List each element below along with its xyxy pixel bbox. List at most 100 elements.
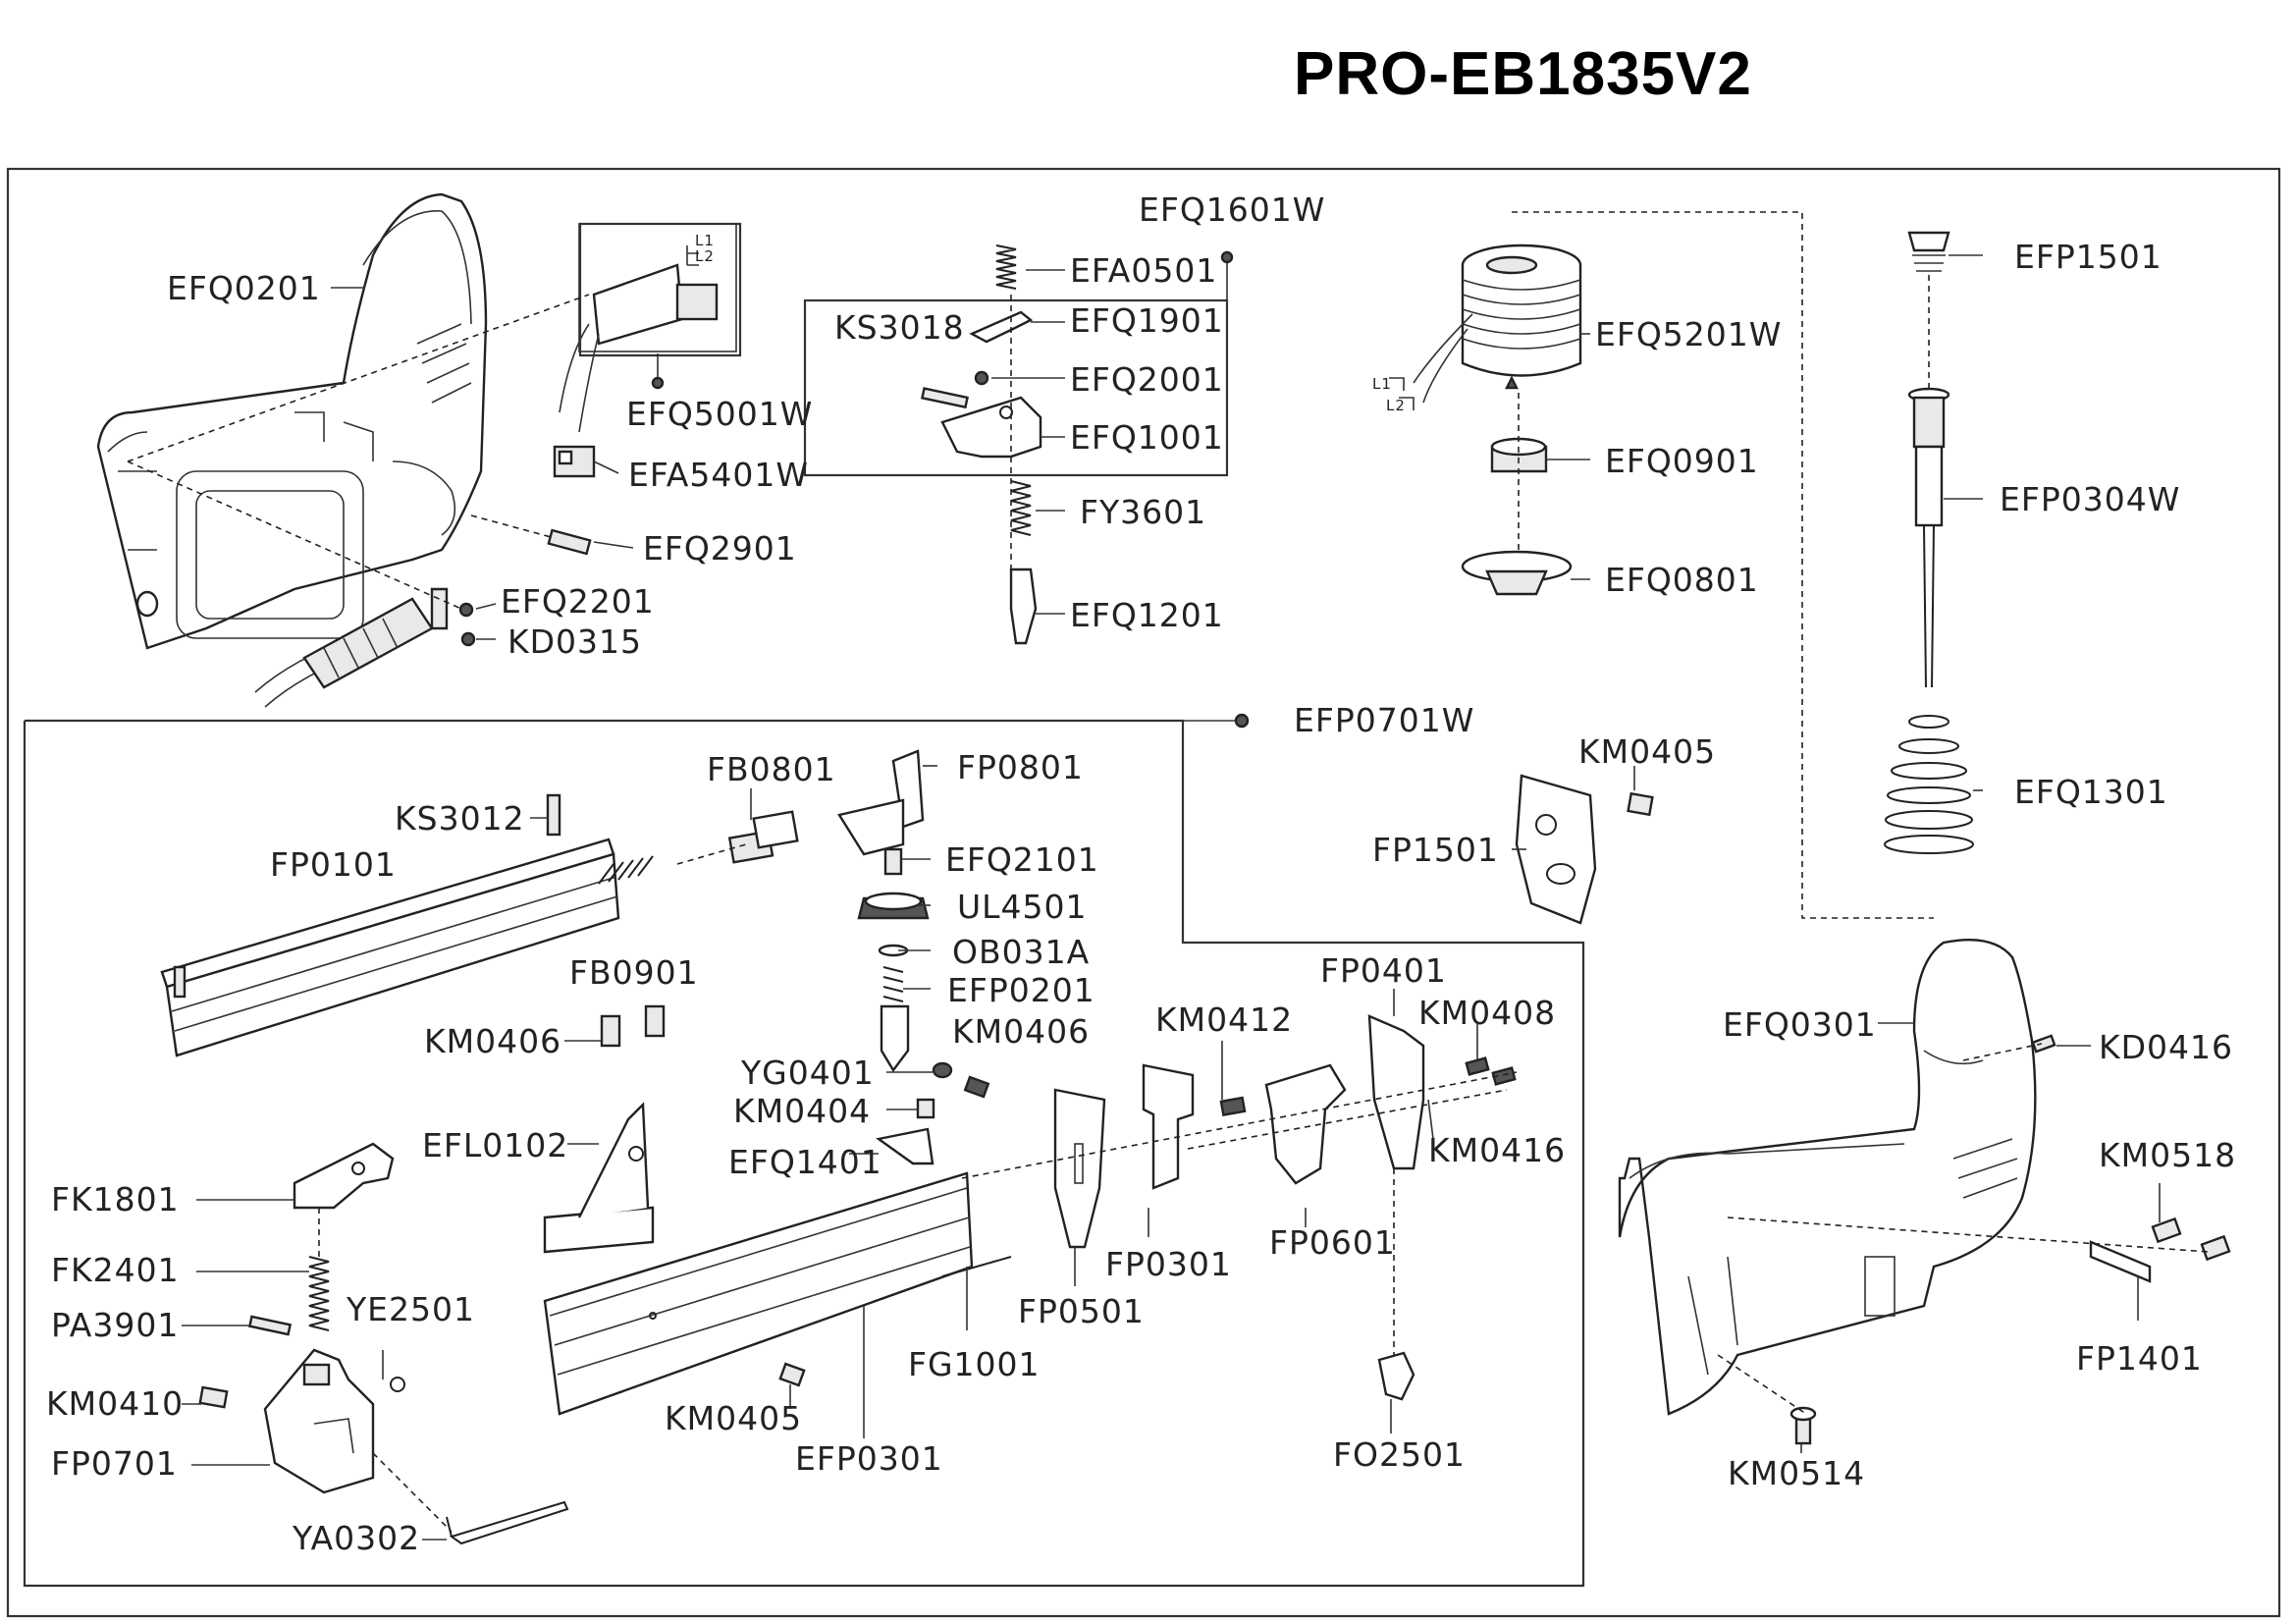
label-km0405-bot: KM0405: [665, 1399, 802, 1437]
spring-efq1301: [1884, 715, 1974, 854]
housing-left-half: [96, 192, 488, 650]
screw-km0406-left-1: [600, 1014, 621, 1048]
label-efq0201: EFQ0201: [167, 269, 321, 307]
label-efp0701w: EFP0701W: [1294, 701, 1474, 739]
hex-key-ya0302: [446, 1500, 569, 1545]
spring-fy3601: [1010, 480, 1032, 536]
label-efq2001: EFQ2001: [1070, 360, 1224, 399]
latch-fk1801: [293, 1142, 395, 1210]
label-efa5401w: EFA5401W: [628, 456, 809, 494]
screw-km0518-b: [2200, 1234, 2231, 1262]
spring-fb0901: [598, 855, 654, 885]
label-efq1401: EFQ1401: [728, 1143, 882, 1181]
label-fp0601: FP0601: [1269, 1223, 1396, 1262]
plate-fp1501: [1515, 774, 1597, 925]
diagram-title: PRO-EB1835V2: [1294, 40, 1752, 108]
dot-efq1601w: [1220, 250, 1234, 264]
label-efq1201: EFQ1201: [1070, 596, 1224, 634]
svg-text:L1: L1: [1372, 375, 1392, 393]
label-ks3018: KS3018: [834, 308, 965, 347]
label-efq5201w: EFQ5201W: [1595, 315, 1782, 353]
label-fg1001: FG1001: [908, 1345, 1041, 1383]
lever-efq1901: [969, 310, 1034, 344]
label-km0412: KM0412: [1155, 1001, 1293, 1039]
spring-efq2001: [974, 370, 989, 386]
label-ya0302: YA0302: [292, 1519, 420, 1557]
bracket-fp1401: [2089, 1240, 2152, 1283]
adjuster-stack: [857, 847, 930, 1073]
label-efp0201: EFP0201: [947, 971, 1095, 1009]
label-km0406-mid: KM0406: [952, 1012, 1090, 1051]
label-km0408: KM0408: [1418, 994, 1556, 1032]
outer-frame: [6, 167, 2281, 1618]
label-efq1001: EFQ1001: [1070, 418, 1224, 457]
trigger-efq1001: [940, 396, 1042, 459]
screw-kd0315: [460, 631, 476, 647]
label-ye2501: YE2501: [346, 1290, 475, 1328]
bracket-efq1401: [876, 1127, 934, 1165]
screw-km0518-a: [2151, 1217, 2182, 1244]
label-efq2201: EFQ2201: [501, 582, 655, 621]
screw-km0404: [916, 1098, 935, 1119]
screw-kd0416: [2031, 1034, 2056, 1054]
label-fp0501: FP0501: [1018, 1292, 1145, 1330]
label-km0518: KM0518: [2099, 1136, 2236, 1174]
screw-km0405-top: [1627, 791, 1654, 817]
magazine-dash-2: [961, 1071, 1518, 1179]
label-km0405-top: KM0405: [1578, 732, 1716, 771]
label-efq2101: EFQ2101: [945, 840, 1099, 879]
screw-km0410: [198, 1385, 229, 1409]
label-efp1501: EFP1501: [2014, 238, 2163, 276]
label-efq1601w: EFQ1601W: [1139, 190, 1325, 229]
label-efp0301: EFP0301: [795, 1439, 943, 1478]
plate-fp0601: [1264, 1063, 1347, 1185]
label-efq2901: EFQ2901: [643, 529, 797, 568]
trigger-lever-efq1201: [1009, 568, 1038, 645]
screw-km0406-mid: [963, 1075, 990, 1099]
label-ks3012: KS3012: [395, 799, 525, 838]
label-km0416: KM0416: [1428, 1131, 1566, 1169]
part-labels: EFQ0201 EFQ5001W EFA5401W EFQ2901 EFQ220…: [46, 190, 2236, 1557]
screw-km0416: [1491, 1066, 1517, 1086]
leader-lines: [182, 254, 2161, 1541]
label-fp0301: FP0301: [1105, 1245, 1232, 1283]
label-fy3601: FY3601: [1080, 493, 1206, 531]
label-fb0901: FB0901: [569, 953, 699, 992]
left-assembly-dash-2: [127, 460, 462, 610]
cap-efp1501: [1907, 231, 1950, 272]
label-fp0701: FP0701: [51, 1444, 178, 1483]
label-fo2501: FO2501: [1333, 1435, 1466, 1474]
screw-efq2201: [458, 602, 474, 618]
spring-fk2401: [308, 1256, 330, 1331]
coil-efq5201w: [1413, 243, 1582, 404]
plate-fp0401: [1367, 1014, 1425, 1170]
cord-clamp: [430, 587, 449, 630]
label-efl0102: EFL0102: [422, 1126, 568, 1164]
label-km0404: KM0404: [733, 1092, 871, 1130]
screw-km0405-bot: [778, 1362, 806, 1387]
pin-pa3901: [247, 1315, 293, 1336]
label-km0406-left: KM0406: [424, 1022, 561, 1060]
dot-efp0701w: [1234, 713, 1250, 729]
magazine-base-efp0301: [543, 1171, 974, 1416]
power-cord: [254, 597, 434, 708]
plate-fp0301: [1142, 1063, 1195, 1190]
label-efp0304w: EFP0304W: [2000, 480, 2180, 518]
label-fp0801: FP0801: [957, 748, 1084, 786]
trigger-spring-efa0501: [995, 244, 1017, 290]
right-assembly-dash-1: [1727, 1217, 2210, 1253]
label-fk1801: FK1801: [51, 1180, 180, 1218]
label-fp0401: FP0401: [1320, 951, 1447, 990]
magazine-dash-1: [676, 843, 747, 865]
plate-fp0501: [1053, 1088, 1106, 1249]
guide-fg1001: [941, 1256, 1012, 1277]
magazine-dash-3: [1187, 1089, 1508, 1150]
label-efq0901: EFQ0901: [1605, 442, 1759, 480]
screw-km0412: [1219, 1096, 1247, 1117]
svg-text:L2: L2: [1386, 397, 1406, 414]
housing-right-half: [1618, 939, 2037, 1416]
pin-efq2901: [547, 528, 592, 556]
trigger-assembly-frame: [803, 298, 1229, 477]
label-km0410: KM0410: [46, 1384, 184, 1423]
